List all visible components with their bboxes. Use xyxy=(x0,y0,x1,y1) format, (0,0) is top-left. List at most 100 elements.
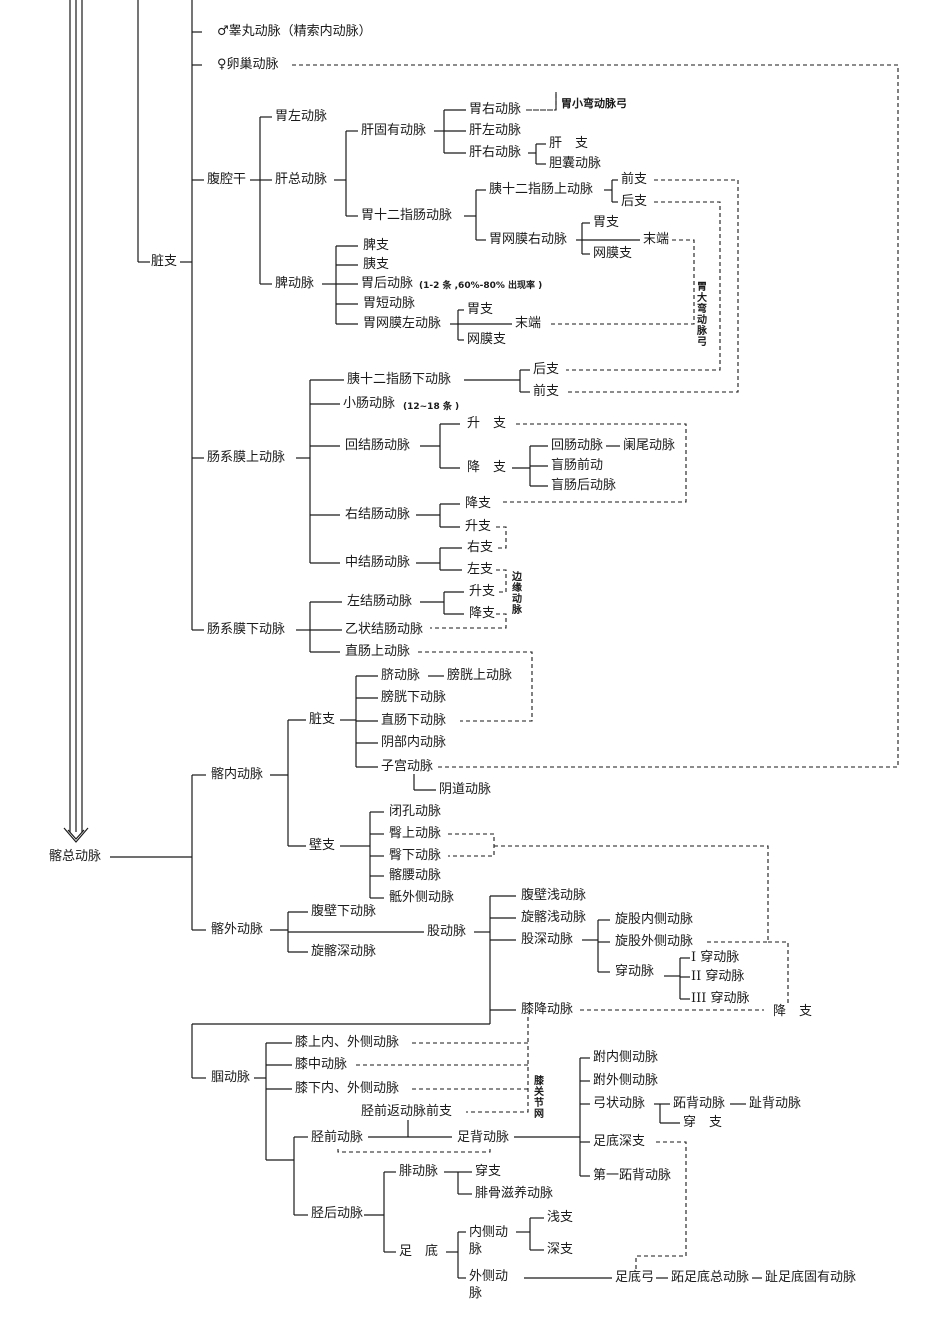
splenic-branch-label: 脾支 xyxy=(362,238,391,253)
anterior-branch-2-label: 前支 xyxy=(532,384,561,399)
lateral-tarsal-label: 跗外侧动脉 xyxy=(592,1073,660,1088)
arcuate-artery-label: 弓状动脉 xyxy=(592,1096,647,1111)
omental-branch-2-label: 网膜支 xyxy=(466,332,508,347)
superficial-epigastric-label: 腹壁浅动脉 xyxy=(520,888,588,903)
internal-iliac-label: 髂内动脉 xyxy=(210,767,265,782)
umbilical-artery-label: 脐动脉 xyxy=(380,668,422,683)
posterior-gastric-label: 胃后动脉 xyxy=(360,276,415,291)
perforating-branch-2-label: 穿支 xyxy=(474,1164,503,1179)
right-colic-label: 右结肠动脉 xyxy=(344,507,412,522)
anterior-cecal-label: 盲肠前动 xyxy=(550,458,605,473)
fibular-nutrient-label: 腓骨滋养动脉 xyxy=(474,1186,555,1201)
inf-pancreaticoduodenal-label: 胰十二指肠下动脉 xyxy=(346,372,453,387)
plantar-label: 足 底 xyxy=(398,1244,440,1259)
intestinal-arteries-label: 小肠动脉 xyxy=(342,396,397,411)
lesser-curvature-arch-label: 胃小弯动脉弓 xyxy=(560,96,628,111)
plantar-arch-label: 足底弓 xyxy=(614,1270,656,1285)
appendicular-artery-label: 阑尾动脉 xyxy=(622,438,677,453)
descending-branch-3-label: 降支 xyxy=(468,606,497,621)
right-gastroepiploic-label: 胃网膜右动脉 xyxy=(488,232,569,247)
inferior-mesenteric-label: 肠系膜下动脉 xyxy=(206,622,287,637)
uterine-artery-label: 子宫动脉 xyxy=(380,759,435,774)
anterior-branch-1-label: 前支 xyxy=(620,172,649,187)
perforating-2-label: II 穿动脉 xyxy=(690,969,746,984)
descending-genicular-label: 膝降动脉 xyxy=(520,1002,575,1017)
superior-genicular-label: 膝上内、外侧动脉 xyxy=(294,1035,401,1050)
posterior-gastric-note: (1-2 条 ,60%-80% 出现率 ) xyxy=(418,279,544,294)
greater-curvature-arch-label: 胃大弯动脉弓 xyxy=(697,282,708,348)
sup-pancreaticoduodenal-label: 胰十二指肠上动脉 xyxy=(488,182,595,197)
terminal-2-label: 末端 xyxy=(514,316,543,331)
perforating-1-label: I 穿动脉 xyxy=(690,950,741,965)
ovarian-artery-label: ♀卵巢动脉 xyxy=(216,57,280,72)
perforating-branch-label: 穿 支 xyxy=(682,1115,724,1130)
medial-circumflex-femoral-label: 旋股内侧动脉 xyxy=(614,912,695,927)
inferior-gluteal-label: 臀下动脉 xyxy=(388,848,443,863)
gastric-branch-2-label: 胃支 xyxy=(466,302,495,317)
posterior-cecal-label: 盲肠后动脉 xyxy=(550,478,618,493)
dorsalis-pedis-label: 足背动脉 xyxy=(456,1129,510,1147)
anterior-recurrent-tibial-label: 胫前返动脉前支 xyxy=(360,1104,454,1119)
ascending-branch-label: 升 支 xyxy=(466,416,508,431)
middle-genicular-label: 膝中动脉 xyxy=(294,1057,349,1072)
left-hepatic-artery-label: 肝左动脉 xyxy=(468,123,523,138)
peroneal-artery-label: 腓动脉 xyxy=(398,1164,440,1179)
marginal-artery-label: 边缘动脉 xyxy=(512,572,523,616)
ileocolic-artery-label: 回结肠动脉 xyxy=(344,438,412,453)
obturator-artery-label: 闭孔动脉 xyxy=(388,804,443,819)
deep-circumflex-iliac-label: 旋髂深动脉 xyxy=(310,944,378,959)
proper-hepatic-artery-label: 肝固有动脉 xyxy=(360,123,428,138)
descending-branch-4-label: 降 支 xyxy=(772,1004,814,1019)
descending-branch-2-label: 降支 xyxy=(464,496,493,511)
first-dorsal-metatarsal-label: 第一跖背动脉 xyxy=(592,1168,673,1183)
plantar-metatarsal-label: 跖足底总动脉 xyxy=(670,1270,751,1285)
testicular-artery-label: ♂睾丸动脉（精索内动脉） xyxy=(216,24,373,39)
anterior-tibial-label: 胫前动脉 xyxy=(310,1129,364,1147)
gastric-branch-1-label: 胃支 xyxy=(592,215,621,230)
visceral-branch-label: 脏支 xyxy=(150,254,179,269)
pancreatic-branch-label: 胰支 xyxy=(362,257,391,272)
perforating-arteries-label: 穿动脉 xyxy=(614,964,656,979)
right-gastric-artery-label: 胃右动脉 xyxy=(468,102,523,117)
right-branch-label: 右支 xyxy=(466,540,495,555)
right-hepatic-artery-label: 肝右动脉 xyxy=(468,145,523,160)
inferior-genicular-label: 膝下内、外侧动脉 xyxy=(294,1081,401,1096)
iliolumbar-artery-label: 髂腰动脉 xyxy=(388,868,443,883)
superior-rectal-label: 直肠上动脉 xyxy=(344,644,412,659)
medial-tarsal-label: 跗内侧动脉 xyxy=(592,1050,660,1065)
omental-branch-1-label: 网膜支 xyxy=(592,246,634,261)
lateral-sacral-label: 骶外侧动脉 xyxy=(388,890,456,905)
gastroduodenal-artery-label: 胃十二指肠动脉 xyxy=(360,208,454,223)
left-gastroepiploic-label: 胃网膜左动脉 xyxy=(362,316,443,331)
perforating-3-label: III 穿动脉 xyxy=(690,991,751,1006)
splenic-artery-label: 脾动脉 xyxy=(274,276,316,291)
left-branch-label: 左支 xyxy=(466,562,495,577)
deep-plantar-branch-label: 足底深支 xyxy=(592,1134,647,1149)
visceral-branch-2-label: 脏支 xyxy=(308,712,337,727)
left-colic-label: 左结肠动脉 xyxy=(346,594,414,609)
common-iliac-label: 髂总动脉 xyxy=(48,849,103,864)
superior-gluteal-label: 臀上动脉 xyxy=(388,826,443,841)
posterior-tibial-label: 胫后动脉 xyxy=(310,1205,364,1223)
middle-colic-label: 中结肠动脉 xyxy=(344,555,412,570)
external-iliac-label: 髂外动脉 xyxy=(210,922,265,937)
terminal-1-label: 末端 xyxy=(642,232,671,247)
celiac-trunk-label: 腹腔干 xyxy=(206,172,248,187)
superficial-circumflex-iliac-label: 旋髂浅动脉 xyxy=(520,910,588,925)
middle-rectal-label: 直肠下动脉 xyxy=(380,713,448,728)
proper-digital-label: 趾足底固有动脉 xyxy=(764,1270,858,1285)
posterior-branch-1-label: 后支 xyxy=(620,194,649,209)
sigmoid-artery-label: 乙状结肠动脉 xyxy=(344,622,425,637)
inferior-vesical-label: 膀胱下动脉 xyxy=(380,690,448,705)
intestinal-arteries-note: (12~18 条 ) xyxy=(402,400,461,415)
knee-joint-network-label: 膝关节网 xyxy=(534,1076,545,1120)
superficial-branch-label: 浅支 xyxy=(546,1210,575,1225)
left-gastric-artery-label: 胃左动脉 xyxy=(274,109,329,124)
parietal-branch-label: 壁支 xyxy=(308,838,337,853)
deep-femoral-label: 股深动脉 xyxy=(520,932,575,947)
common-hepatic-artery-label: 肝总动脉 xyxy=(274,172,329,187)
inferior-epigastric-label: 腹壁下动脉 xyxy=(310,904,378,919)
dorsal-digital-label: 趾背动脉 xyxy=(748,1096,803,1111)
deep-branch-label: 深支 xyxy=(546,1242,575,1257)
